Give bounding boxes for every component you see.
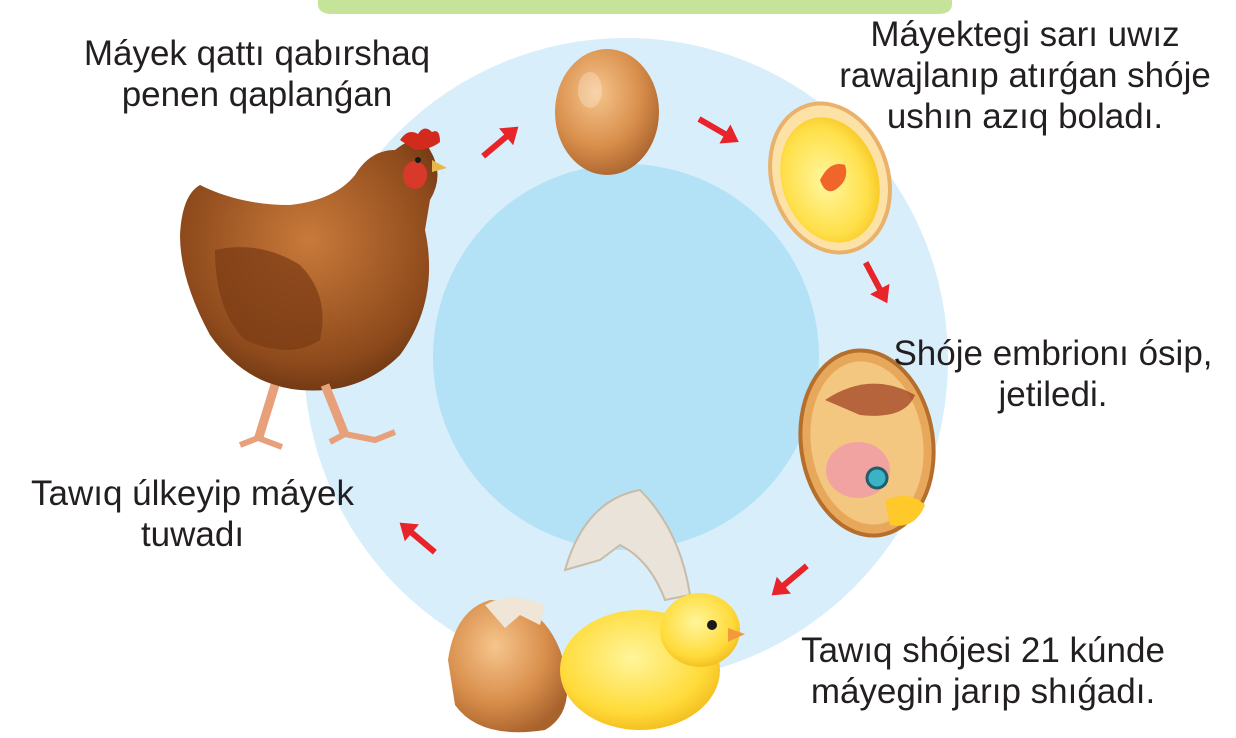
whole-egg-illustration [555, 49, 659, 175]
stage-label-yolk: Máyektegi sarı uwız rawajlanıp atırǵan s… [820, 14, 1230, 137]
stage-label-line: Tawıq úlkeyip máyek [5, 473, 380, 514]
stage-label-line: Máyektegi sarı uwız [820, 14, 1230, 55]
stage-label-line: penen qaplanǵan [62, 74, 452, 115]
stage-label-hatching: Tawıq shójesi 21 kúnde máyegin jarıp shı… [768, 630, 1198, 712]
top-banner [318, 0, 952, 14]
stage-label-line: Máyek qattı qabırshaq [62, 33, 452, 74]
inner-circle [433, 164, 819, 550]
stage-label-line: rawajlanıp atırǵan shóje [820, 55, 1230, 96]
stage-label-hen: Tawıq úlkeyip máyek tuwadı [5, 473, 380, 555]
stage-label-embryo: Shóje embrionı ósip, jetiledi. [870, 333, 1236, 415]
stage-label-line: Tawıq shójesi 21 kúnde [768, 630, 1198, 671]
stage-label-line: Shóje embrionı ósip, [870, 333, 1236, 374]
stage-label-line: tuwadı [5, 514, 380, 555]
stage-label-line: máyegin jarıp shıǵadı. [768, 671, 1198, 712]
stage-label-egg-shell: Máyek qattı qabırshaq penen qaplanǵan [62, 33, 452, 115]
stage-label-line: ushın azıq boladı. [820, 96, 1230, 137]
stage-label-line: jetiledi. [870, 374, 1236, 415]
